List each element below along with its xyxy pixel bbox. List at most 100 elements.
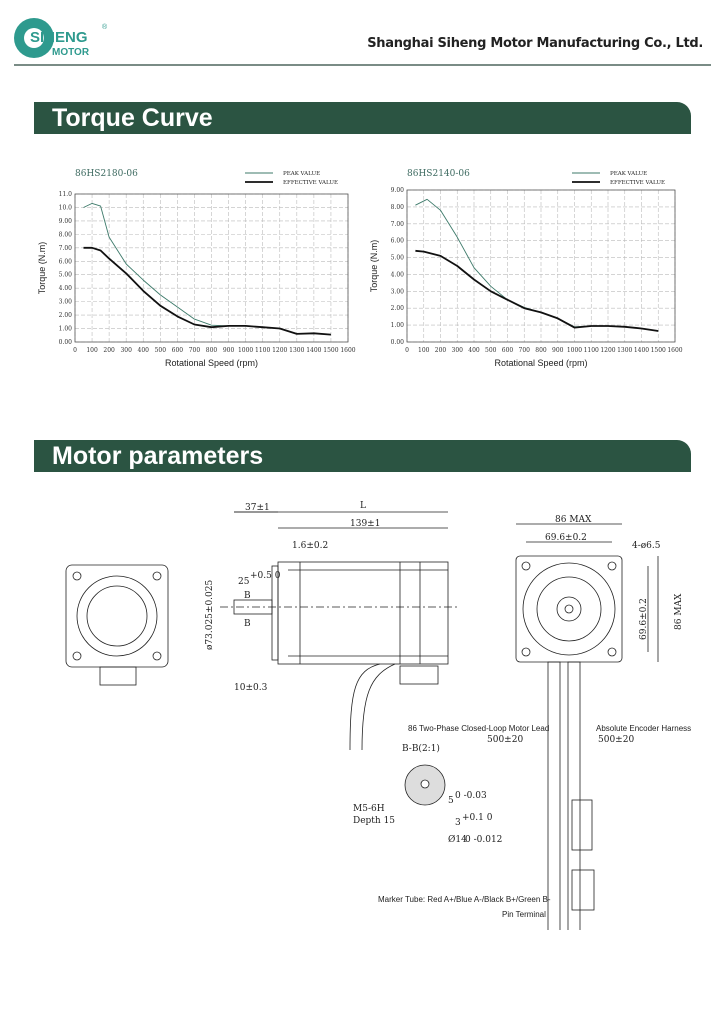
motor-lead-length: 500±20 bbox=[487, 735, 523, 745]
x-tick-label: 1500 bbox=[651, 347, 666, 354]
section-mark-bottom: B bbox=[244, 619, 251, 629]
x-tick-label: 1300 bbox=[289, 347, 304, 354]
y-tick-label: 8.00 bbox=[59, 231, 73, 238]
header-divider bbox=[14, 64, 711, 66]
x-tick-label: 600 bbox=[172, 347, 184, 354]
x-tick-label: 200 bbox=[103, 347, 115, 354]
plot-frame bbox=[74, 193, 349, 343]
thread-spec: M5-6H bbox=[353, 804, 385, 814]
motor-lead-label: 86 Two-Phase Closed-Loop Motor Lead bbox=[408, 724, 549, 733]
pin-terminal-label: Pin Terminal bbox=[502, 910, 546, 919]
motor-parameters-heading: Motor parameters bbox=[34, 440, 691, 472]
thread-depth: Depth 15 bbox=[353, 816, 395, 826]
dim-69-6-vertical: 69.6±0.2 bbox=[639, 598, 649, 640]
x-tick-label: 400 bbox=[138, 347, 150, 354]
y-tick-label: 5.00 bbox=[391, 255, 405, 262]
x-tick-label: 100 bbox=[86, 347, 98, 354]
y-tick-label: 9.00 bbox=[391, 187, 405, 194]
dim-25: 25 bbox=[238, 577, 250, 587]
y-tick-label: 2.00 bbox=[391, 305, 405, 312]
y-tick-label: 11.0 bbox=[59, 191, 73, 198]
x-tick-label: 0 bbox=[405, 347, 409, 354]
dim-86-max: 86 MAX bbox=[555, 515, 592, 525]
y-tick-label: 6.00 bbox=[59, 258, 73, 265]
x-tick-label: 200 bbox=[435, 347, 447, 354]
encoder-harness-label: Absolute Encoder Harness bbox=[596, 724, 691, 733]
x-tick-label: 100 bbox=[418, 347, 430, 354]
front-view bbox=[65, 564, 169, 686]
x-tick-label: 700 bbox=[189, 347, 201, 354]
x-tick-label: 1400 bbox=[634, 347, 649, 354]
motor-dimension-drawing: L 37±1 139±1 1.6±0.2 25 +0.5 0 B B ø73.0… bbox=[65, 501, 691, 930]
y-tick-label: 1.00 bbox=[391, 322, 405, 329]
x-tick-label: 300 bbox=[452, 347, 464, 354]
x-tick-label: 300 bbox=[120, 347, 132, 354]
series-line-effective bbox=[415, 249, 659, 332]
x-tick-label: 1000 bbox=[238, 347, 253, 354]
x-tick-label: 500 bbox=[155, 347, 167, 354]
x-tick-label: 1600 bbox=[667, 347, 682, 354]
y-tick-label: 1.00 bbox=[59, 326, 73, 333]
y-tick-label: 7.00 bbox=[391, 221, 405, 228]
x-tick-label: 900 bbox=[552, 347, 564, 354]
dim-1-6: 1.6±0.2 bbox=[292, 541, 328, 551]
y-tick-label: 6.00 bbox=[391, 238, 405, 245]
x-axis-label: Rotational Speed (rpm) bbox=[165, 358, 258, 368]
dim-10: 10±0.3 bbox=[234, 683, 268, 693]
dim-5: 5 bbox=[448, 796, 454, 806]
dim-14-tol: 0 -0.012 bbox=[465, 835, 502, 845]
legend-label: EFFECTIVE VALUE bbox=[283, 180, 338, 186]
x-tick-label: 500 bbox=[485, 347, 497, 354]
y-tick-label: 10.0 bbox=[59, 204, 73, 211]
x-tick-label: 1200 bbox=[600, 347, 615, 354]
x-tick-label: 1400 bbox=[306, 347, 321, 354]
x-tick-label: 700 bbox=[519, 347, 531, 354]
x-tick-label: 400 bbox=[468, 347, 480, 354]
x-tick-label: 1300 bbox=[617, 347, 632, 354]
y-tick-label: 0.00 bbox=[59, 339, 73, 346]
x-tick-label: 1200 bbox=[272, 347, 287, 354]
logo-text: SIHENG bbox=[30, 29, 88, 46]
dim-3: 3 bbox=[455, 818, 461, 828]
dim-37: 37±1 bbox=[245, 503, 270, 513]
dim-139: 139±1 bbox=[350, 519, 380, 529]
x-axis-label: Rotational Speed (rpm) bbox=[494, 358, 587, 368]
x-tick-label: 600 bbox=[502, 347, 514, 354]
y-axis-label: Torque (N.m) bbox=[369, 240, 379, 293]
dim-L: L bbox=[360, 501, 366, 511]
x-tick-label: 900 bbox=[223, 347, 235, 354]
y-tick-label: 4.00 bbox=[59, 285, 73, 292]
y-tick-label: 2.00 bbox=[59, 312, 73, 319]
section-title: B-B(2:1) bbox=[402, 743, 440, 754]
dim-3-tol: +0.1 0 bbox=[462, 813, 493, 823]
dim-14: Ø14 bbox=[448, 834, 467, 845]
y-tick-label: 9.00 bbox=[59, 218, 73, 225]
y-tick-label: 3.00 bbox=[59, 299, 73, 306]
registered-mark: ® bbox=[102, 23, 108, 31]
marker-tube-label: Marker Tube: Red A+/Blue A-/Black B+/Gre… bbox=[378, 895, 551, 904]
chart-title: 86HS2180-06 bbox=[75, 169, 138, 179]
legend-label: EFFECTIVE VALUE bbox=[610, 180, 665, 186]
x-tick-label: 1000 bbox=[567, 347, 582, 354]
y-tick-label: 8.00 bbox=[391, 204, 405, 211]
torque-curve-heading: Torque Curve bbox=[34, 102, 691, 134]
y-tick-label: 5.00 bbox=[59, 272, 73, 279]
x-tick-label: 1100 bbox=[584, 347, 599, 354]
dim-73: ø73.025±0.025 bbox=[205, 580, 215, 650]
section-mark-top: B bbox=[244, 591, 251, 601]
dim-69-6: 69.6±0.2 bbox=[545, 533, 587, 543]
y-tick-label: 3.00 bbox=[391, 288, 405, 295]
x-tick-label: 1100 bbox=[255, 347, 270, 354]
legend-label: PEAK VALUE bbox=[610, 171, 647, 177]
logo-sub: MOTOR bbox=[52, 47, 90, 58]
dim-86-max-vertical: 86 MAX bbox=[674, 593, 684, 630]
rear-view bbox=[515, 523, 659, 930]
dim-25-tol: +0.5 0 bbox=[250, 571, 281, 581]
x-tick-label: 800 bbox=[535, 347, 547, 354]
encoder-harness-length: 500±20 bbox=[598, 735, 634, 745]
plot-frame bbox=[406, 189, 676, 343]
chart-title: 86HS2140-06 bbox=[407, 169, 470, 179]
x-tick-label: 0 bbox=[73, 347, 77, 354]
company-logo: SIHENG MOTOR ® bbox=[14, 18, 108, 58]
